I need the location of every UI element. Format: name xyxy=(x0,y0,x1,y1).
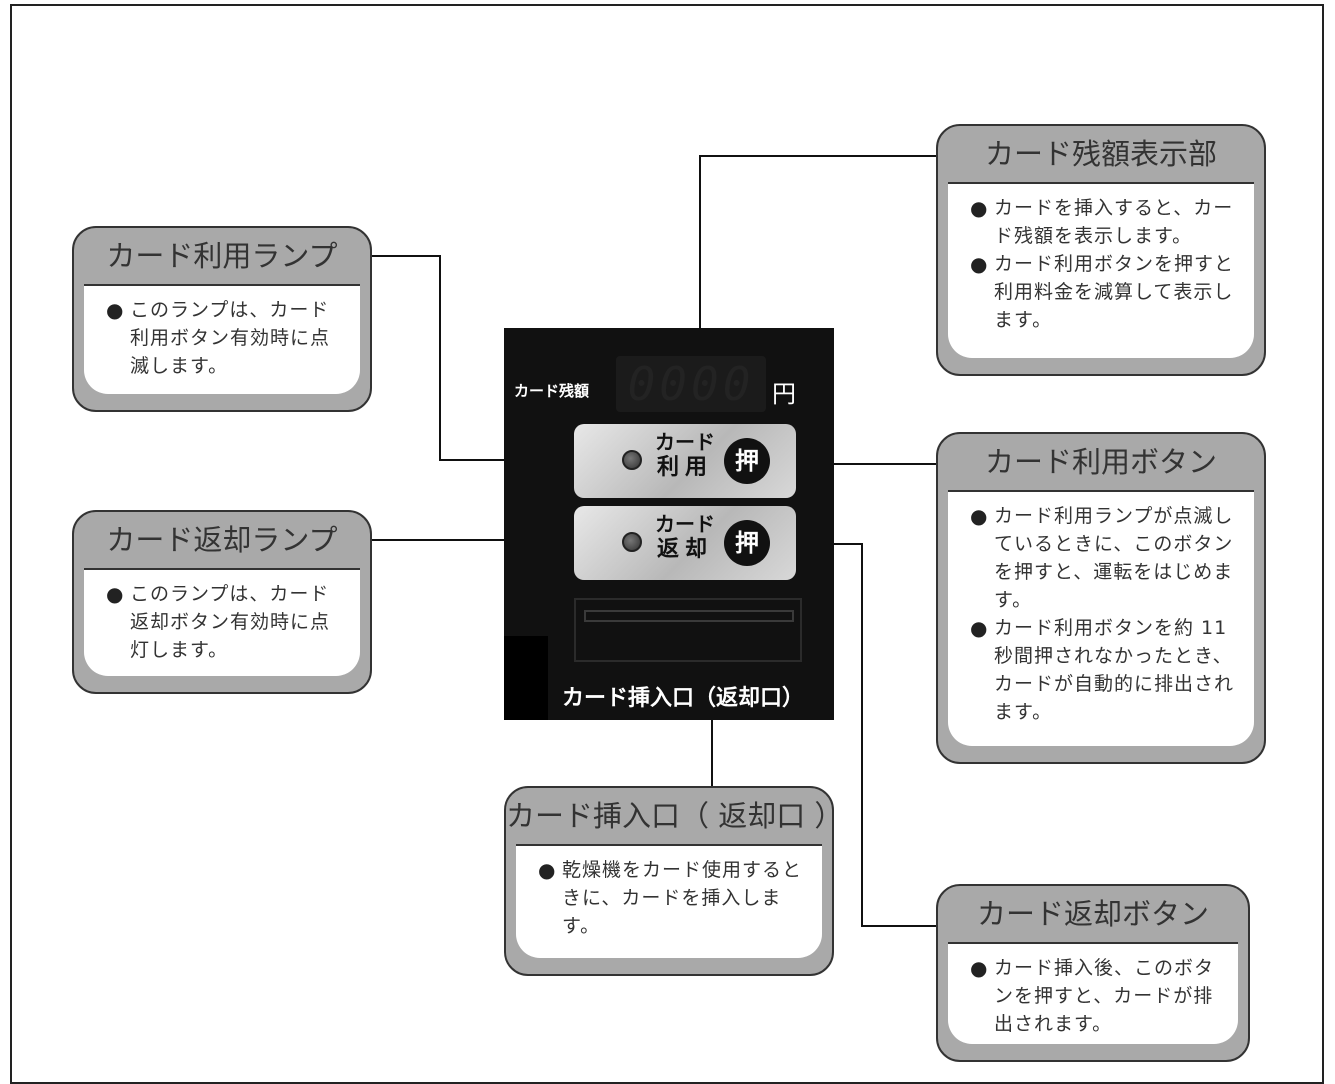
callout-return-lamp: カード返却ランプ このランプは、カード返却ボタン有効時に点灯します。 xyxy=(72,510,372,694)
callout-title: カード利用ボタン xyxy=(984,445,1217,479)
card-use-label-line2: 利用 xyxy=(656,455,713,480)
callout-item: 乾燥機をカード使用するときに、カードを挿入します。 xyxy=(538,856,806,940)
callout-item: カード挿入後、このボタンを押すと、カードが排出されます。 xyxy=(970,954,1222,1038)
leader-balance-display xyxy=(699,155,936,372)
balance-display-unit: 円 xyxy=(772,380,796,408)
callout-item: カード利用ボタンを約 11 秒間押されなかったとき、カードが自動的に排出されます… xyxy=(970,614,1238,726)
card-use-label-line1: カード xyxy=(655,430,715,454)
callout-title: カード挿入口（ 返却口 ） xyxy=(506,799,844,833)
card-use-label: カード 利用 xyxy=(650,430,720,482)
callout-balance-display: カード残額表示部 カードを挿入すると、カード残額を表示します。 カード利用ボタン… xyxy=(936,124,1266,376)
card-slot[interactable] xyxy=(574,598,802,662)
card-slot-opening xyxy=(584,610,794,622)
callout-use-button: カード利用ボタン カード利用ランプが点滅しているときに、このボタンを押すと、運転… xyxy=(936,432,1266,764)
card-use-lamp xyxy=(622,450,642,470)
callout-body: このランプは、カード返却ボタン有効時に点灯します。 xyxy=(84,568,360,676)
balance-display-label: カード残額 xyxy=(514,382,590,400)
callout-body: 乾燥機をカード使用するときに、カードを挿入します。 xyxy=(516,844,822,958)
callout-body: このランプは、カード利用ボタン有効時に点滅します。 xyxy=(84,284,360,394)
card-return-plate: カード 返却 押 xyxy=(574,506,796,580)
callout-body: カードを挿入すると、カード残額を表示します。 カード利用ボタンを押すと利用料金を… xyxy=(948,182,1254,358)
card-use-plate: カード 利用 押 xyxy=(574,424,796,498)
card-slot-label: カード挿入口（返却口） xyxy=(562,686,805,711)
callout-item: カードを挿入すると、カード残額を表示します。 xyxy=(970,194,1238,250)
callout-item: カード利用ランプが点滅しているときに、このボタンを押すと、運転をはじめます。 xyxy=(970,502,1238,614)
balance-display: 0000 xyxy=(616,356,766,412)
callout-return-button: カード返却ボタン カード挿入後、このボタンを押すと、カードが排出されます。 xyxy=(936,884,1250,1062)
card-return-lamp xyxy=(622,532,642,552)
card-return-label-line1: カード xyxy=(655,512,715,536)
panel-shadow-block xyxy=(504,636,548,720)
callout-item: このランプは、カード返却ボタン有効時に点灯します。 xyxy=(106,580,344,664)
callout-body: カード挿入後、このボタンを押すと、カードが排出されます。 xyxy=(948,942,1238,1044)
callout-title: カード返却ボタン xyxy=(976,897,1209,931)
card-panel: カード残額 0000 円 カード 利用 押 カード 返却 押 カード挿入口（返却… xyxy=(504,328,834,720)
callout-item: このランプは、カード利用ボタン有効時に点滅します。 xyxy=(106,296,344,380)
callout-item: カード利用ボタンを押すと利用料金を減算して表示します。 xyxy=(970,250,1238,334)
callout-body: カード利用ランプが点滅しているときに、このボタンを押すと、運転をはじめます。 カ… xyxy=(948,490,1254,746)
card-return-label-line2: 返却 xyxy=(656,537,713,562)
card-return-label: カード 返却 xyxy=(650,512,720,564)
callout-title: カード残額表示部 xyxy=(984,137,1217,171)
callout-title: カード利用ランプ xyxy=(106,239,338,273)
callout-slot: カード挿入口（ 返却口 ） 乾燥機をカード使用するときに、カードを挿入します。 xyxy=(504,786,844,976)
callout-use-lamp: カード利用ランプ このランプは、カード利用ボタン有効時に点滅します。 xyxy=(72,226,372,412)
card-return-button[interactable]: 押 xyxy=(724,520,770,566)
callout-title: カード返却ランプ xyxy=(106,523,338,557)
card-use-button[interactable]: 押 xyxy=(724,438,770,484)
